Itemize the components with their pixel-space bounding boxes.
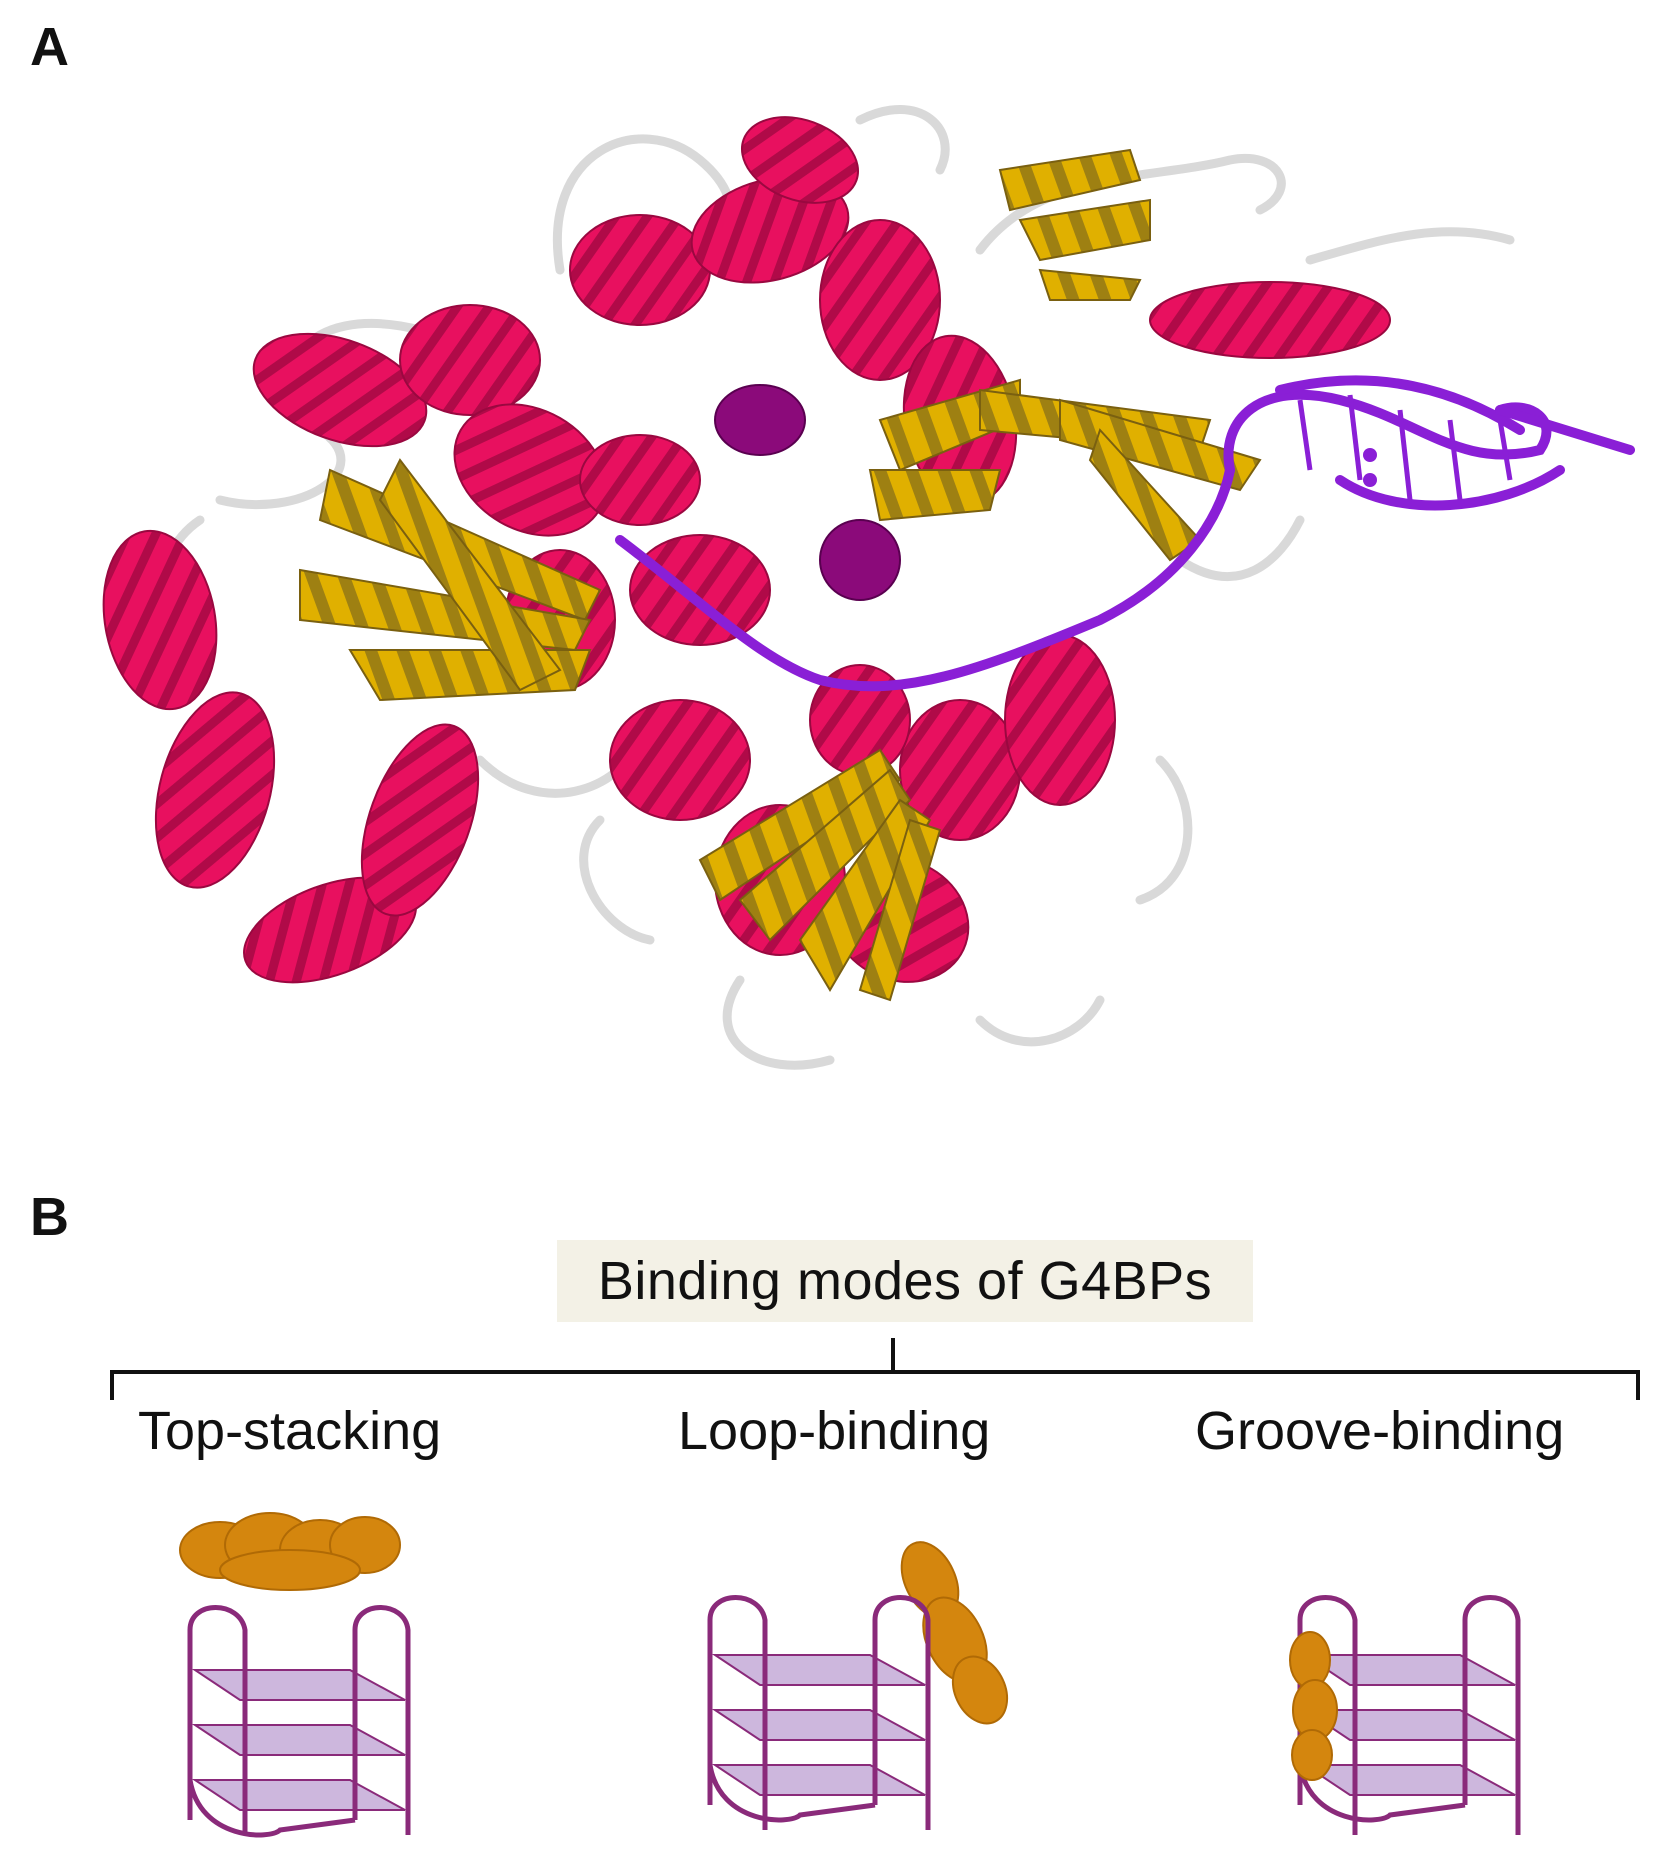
binding-modes-title: Binding modes of G4BPs [597,1251,1213,1311]
mode-label-loop-binding: Loop-binding [678,1401,991,1461]
metal-ions [1363,448,1377,487]
nucleic-acid-bases [1297,394,1513,501]
panel-label-a: A [30,17,69,77]
panel-label-b: B [30,1187,69,1247]
mode-label-groove-binding: Groove-binding [1195,1401,1565,1461]
protein-blob [179,1512,401,1591]
groove-binding-schematic [1289,1595,1521,1835]
g-quadruplex [1297,1595,1521,1835]
top-stacking-schematic [179,1512,411,1838]
alpha-helices [102,116,1391,984]
loop-binding-schematic [707,1541,1009,1830]
g-quadruplex [707,1595,931,1830]
protein-blob [900,1541,1009,1725]
beta-sheets [299,148,1262,1002]
mode-label-top-stacking: Top-stacking [138,1401,442,1461]
protein-g4-complex-structure [102,105,1635,1070]
g-quadruplex [187,1605,411,1838]
protein-blob [1289,1631,1338,1781]
nucleic-acid-backbone [615,375,1635,692]
purple-helices [714,384,901,601]
binding-modes-title-box: Binding modes of G4BPs [557,1240,1253,1322]
